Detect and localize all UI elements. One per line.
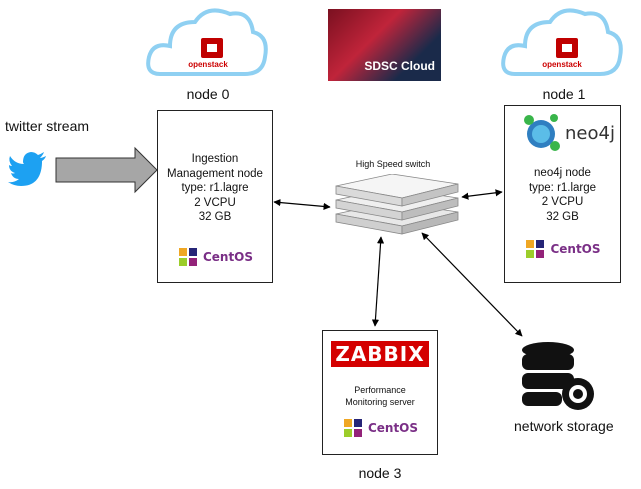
neo4j-logo: neo4j — [521, 112, 620, 154]
centos-icon — [343, 419, 362, 437]
centos-text: CentOS — [367, 421, 419, 435]
node3-box: ZABBIX Performance Monitoring server Cen… — [322, 330, 438, 455]
centos-logo: CentOS — [158, 246, 272, 268]
database-gear-icon — [522, 342, 594, 410]
node0-line: Management node — [167, 167, 263, 180]
node1-box: neo4j neo4j node type: r1.large 2 VCPU 3… — [504, 105, 621, 283]
sdsc-label: SDSC Cloud — [364, 59, 435, 73]
neo4j-graph-icon — [524, 114, 560, 151]
centos-logo: CentOS — [323, 417, 437, 439]
network-switch-icon — [335, 174, 459, 235]
node0-title: node 0 — [186, 86, 230, 102]
openstack-label-2: openstack — [542, 60, 582, 69]
openstack-label: openstack — [188, 60, 228, 69]
link-switch-storage — [421, 232, 523, 337]
node3-line: Monitoring server — [345, 397, 415, 407]
zabbix-logo: ZABBIX — [331, 341, 429, 367]
node0-line: 2 VCPU — [194, 196, 236, 209]
network-storage-label: network storage — [514, 418, 614, 434]
neo4j-text: neo4j — [565, 122, 615, 144]
twitter-stream-label: twitter stream — [5, 118, 90, 134]
link-switch-node3 — [371, 236, 385, 327]
centos-text: CentOS — [550, 242, 601, 256]
switch-label: High Speed switch — [355, 159, 431, 169]
centos-icon — [178, 247, 197, 266]
link-node0-switch — [273, 198, 331, 211]
centos-logo: CentOS — [505, 238, 620, 260]
node1-line: neo4j node — [534, 167, 591, 179]
node1-line: 2 VCPU — [541, 196, 584, 208]
node1-title: node 1 — [542, 86, 586, 102]
node0-box: Ingestion Management node type: r1.lagre… — [157, 110, 273, 283]
node0-line: type: r1.lagre — [181, 182, 249, 194]
node3-line: Performance — [354, 385, 406, 395]
stream-arrow-icon — [55, 146, 158, 194]
node3-title: node 3 — [358, 465, 402, 481]
node1-line: type: r1.large — [528, 181, 597, 194]
node0-line: Ingestion — [191, 153, 239, 165]
openstack-cloud-icon — [146, 8, 268, 76]
sdsc-cloud-logo: SDSC Cloud — [328, 9, 441, 81]
node0-line: 32 GB — [198, 211, 232, 223]
centos-icon — [526, 240, 545, 258]
twitter-bird-icon — [8, 152, 46, 186]
openstack-cloud-icon-2 — [501, 8, 623, 76]
link-switch-node1 — [461, 189, 503, 200]
centos-text: CentOS — [202, 249, 254, 264]
node1-line: 32 GB — [546, 210, 579, 223]
